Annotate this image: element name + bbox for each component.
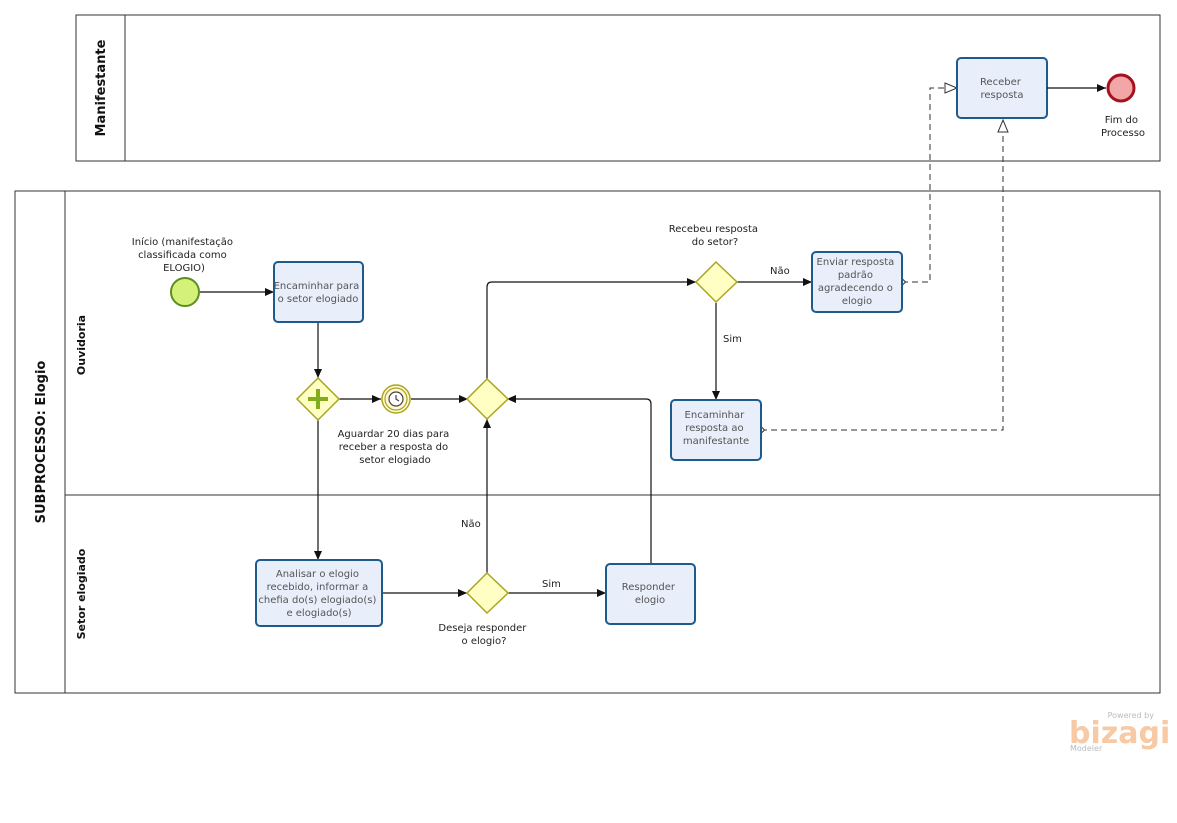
pool-subprocesso-title: SUBPROCESSO: Elogio bbox=[34, 361, 49, 524]
svg-text:Enviar resposta padrão: Enviar resposta padrão agradecendo o elo… bbox=[817, 257, 898, 307]
flow-label-nao-top: Não bbox=[770, 266, 790, 277]
flow-responder-to-merge bbox=[507, 395, 652, 564]
timer-event-label: Aguardar 20 dias para receber a resposta… bbox=[338, 429, 453, 466]
logo-product-text: Modeler bbox=[1070, 744, 1103, 753]
flow-label-sim-top: Sim bbox=[723, 334, 742, 345]
flow-label-sim-bottom: Sim bbox=[542, 579, 561, 590]
task-encaminhar-resposta[interactable]: Encaminhar resposta ao manifestante bbox=[670, 399, 762, 461]
sequence-flows bbox=[200, 278, 812, 597]
svg-text:Analisar o elogio recebi: Analisar o elogio recebido, informar a c… bbox=[258, 569, 379, 619]
task-analisar-elogio[interactable]: Analisar o elogio recebido, informar a c… bbox=[255, 559, 383, 627]
svg-text:Encaminhar para o setor: Encaminhar para o setor elogiado bbox=[274, 281, 363, 305]
message-flows bbox=[761, 88, 1003, 430]
gateway-recebeu-resposta bbox=[694, 260, 739, 304]
gateway-deseja-label: Deseja responder o elogio? bbox=[438, 623, 529, 647]
task-responder-elogio[interactable]: Responder elogio bbox=[605, 563, 696, 625]
logo-brand-text: bizagi bbox=[1069, 716, 1170, 751]
svg-text:Responder elogio: Responder elogio bbox=[622, 582, 678, 606]
end-event bbox=[1106, 73, 1136, 103]
lane-ouvidoria-title: Ouvidoria bbox=[75, 315, 88, 375]
msg-encaminhar-to-receber bbox=[761, 120, 1003, 430]
gateway-deseja-responder bbox=[465, 571, 510, 615]
svg-text:Receber resposta: Receber resposta bbox=[980, 77, 1024, 101]
merge-gateway bbox=[465, 377, 510, 421]
bizagi-logo: Powered by bizagi Modeler bbox=[1069, 711, 1170, 753]
task-receber-resposta[interactable]: Receber resposta bbox=[956, 57, 1048, 119]
gateway-recebeu-label: Recebeu resposta do setor? bbox=[669, 224, 761, 248]
task-enviar-resposta[interactable]: Enviar resposta padrão agradecendo o elo… bbox=[811, 251, 903, 313]
plus-icon bbox=[308, 389, 328, 409]
parallel-gateway bbox=[295, 376, 341, 422]
clock-icon bbox=[388, 391, 404, 407]
timer-event bbox=[381, 384, 411, 414]
start-event bbox=[170, 277, 200, 307]
start-event-label: Início (manifestação classificada como E… bbox=[132, 236, 236, 274]
svg-text:Encaminhar resposta ao: Encaminhar resposta ao manifestante bbox=[683, 410, 749, 447]
task-encaminhar-setor[interactable]: Encaminhar para o setor elogiado bbox=[273, 261, 364, 323]
logo-powered-text: Powered by bbox=[1108, 711, 1155, 720]
end-event-label: Fim do Processo bbox=[1101, 115, 1145, 139]
pool-manifestante-title: Manifestante bbox=[94, 39, 109, 136]
flow-merge-to-recebeu bbox=[486, 278, 696, 380]
lane-setor-title: Setor elogiado bbox=[75, 548, 88, 639]
flow-label-nao-bottom: Não bbox=[461, 519, 481, 530]
